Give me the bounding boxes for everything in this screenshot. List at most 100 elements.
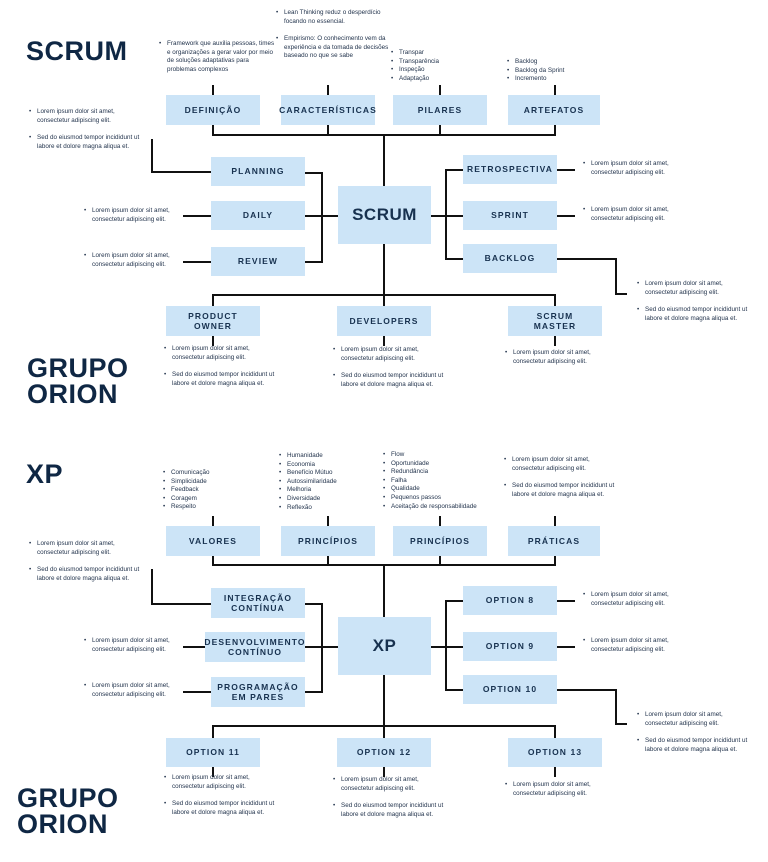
- scrum-top-stub-4: [554, 85, 556, 95]
- note-item: Oportunidade: [383, 460, 521, 469]
- xp-node-principios-2[interactable]: PRINCÍPIOS: [393, 526, 487, 556]
- xp-node-option-12[interactable]: OPTION 12: [337, 738, 431, 767]
- scrum-bottom-stub-2: [383, 336, 385, 346]
- note-item: Humanidade: [279, 452, 382, 461]
- org-name-bottom-line1: GRUPO: [17, 783, 119, 813]
- note-item: Sed do eiusmod tempor incididunt ut labo…: [637, 306, 755, 323]
- scrum-center-node[interactable]: SCRUM: [338, 186, 431, 244]
- scrum-sprint-notes: Lorem ipsum dolor sit amet, consectetur …: [582, 206, 701, 232]
- scrum-node-product-owner[interactable]: PRODUCT OWNER: [166, 306, 260, 336]
- scrum-backlog-elbow-end: [615, 293, 627, 295]
- scrum-node-caracteristicas[interactable]: CARACTERÍSTICAS: [279, 95, 376, 125]
- xp-node-option-13[interactable]: OPTION 13: [508, 738, 602, 767]
- note-item: Lorem ipsum dolor sit amet, consectetur …: [505, 781, 623, 798]
- xp-node-integracao-continua[interactable]: INTEGRAÇÃO CONTÍNUA: [211, 588, 305, 618]
- xp-top-stub-1: [212, 516, 214, 526]
- scrum-top-stub-3: [439, 85, 441, 95]
- scrum-top-stub-2: [327, 85, 329, 95]
- note-item: Lorem ipsum dolor sit amet, consectetur …: [84, 637, 202, 654]
- scrum-node-planning[interactable]: PLANNING: [211, 157, 305, 186]
- scrum-node-review[interactable]: REVIEW: [211, 247, 305, 276]
- scrum-bottom-drop-1: [212, 294, 214, 306]
- xp-node-programacao-em-pares[interactable]: PROGRAMAÇÃO EM PARES: [211, 677, 305, 707]
- scrum-top-stub-1: [212, 85, 214, 95]
- note-item: Lorem ipsum dolor sit amet, consectetur …: [637, 280, 755, 297]
- note-item: Transparência: [391, 58, 489, 67]
- xp-node-option-9[interactable]: OPTION 9: [463, 632, 557, 661]
- xp-praticas-notes: Lorem ipsum dolor sit amet, consectetur …: [503, 456, 622, 508]
- xp-integracao-notes: Lorem ipsum dolor sit amet, consectetur …: [28, 540, 147, 592]
- scrum-review-notes: Lorem ipsum dolor sit amet, consectetur …: [83, 252, 202, 278]
- note-item: Framework que auxilia pessoas, times e o…: [159, 40, 277, 74]
- xp-left-tick-3: [305, 691, 323, 693]
- xp-right-tick-1: [445, 600, 463, 602]
- scrum-bottom-stub-1: [212, 336, 214, 346]
- note-item: Empirismo: O conhecimento vem da experiê…: [276, 35, 394, 61]
- scrum-node-artefatos[interactable]: ARTEFATOS: [508, 95, 600, 125]
- scrum-node-scrum-master[interactable]: SCRUM MASTER: [508, 306, 602, 336]
- xp-option9-leader: [557, 646, 575, 648]
- scrum-top-drop-2: [327, 124, 329, 134]
- scrum-product-owner-notes: Lorem ipsum dolor sit amet, consectetur …: [163, 345, 282, 397]
- xp-node-option-11[interactable]: OPTION 11: [166, 738, 260, 767]
- note-item: Lorem ipsum dolor sit amet, consectetur …: [164, 345, 282, 362]
- scrum-planning-elbow-h: [151, 171, 211, 173]
- xp-principios-1-notes: Humanidade Economia Benefício Mútuo Auto…: [278, 452, 382, 512]
- org-name-top-line1: GRUPO: [27, 353, 129, 383]
- note-item: Aceitação de responsabilidade: [383, 503, 521, 512]
- note-item: Falha: [383, 477, 521, 486]
- note-item: Lorem ipsum dolor sit amet, consectetur …: [84, 252, 202, 269]
- xp-top-stub-2: [327, 516, 329, 526]
- note-item: Sed do eiusmod tempor incididunt ut labo…: [333, 372, 451, 389]
- xp-title: XP: [26, 459, 64, 489]
- xp-bottom-drop-3: [554, 725, 556, 738]
- note-item: Reflexão: [279, 504, 382, 513]
- xp-bottom-stub-1: [212, 767, 214, 777]
- note-item: Transpar: [391, 49, 489, 58]
- xp-node-valores[interactable]: VALORES: [166, 526, 260, 556]
- xp-node-desenvolvimento-continuo[interactable]: DESENVOLVIMENTO CONTÍNUO: [204, 632, 305, 662]
- xp-option-11-notes: Lorem ipsum dolor sit amet, consectetur …: [163, 774, 282, 826]
- note-item: Inspeção: [391, 66, 489, 75]
- note-item: Lorem ipsum dolor sit amet, consectetur …: [333, 346, 451, 363]
- scrum-node-pilares[interactable]: PILARES: [393, 95, 487, 125]
- scrum-right-tick-1: [445, 169, 463, 171]
- scrum-backlog-elbow-v: [615, 258, 617, 294]
- xp-top-stub-4: [554, 516, 556, 526]
- xp-principios-2-notes: Flow Oportunidade Redundância Falha Qual…: [382, 451, 521, 511]
- note-item: Lorem ipsum dolor sit amet, consectetur …: [583, 591, 701, 608]
- scrum-node-sprint[interactable]: SPRINT: [463, 201, 557, 230]
- org-name-top-line2: ORION: [27, 379, 119, 409]
- xp-left-bracket: [321, 603, 323, 693]
- note-item: Lorem ipsum dolor sit amet, consectetur …: [333, 776, 451, 793]
- note-item: Respeito: [163, 503, 261, 512]
- scrum-bottom-drop-3: [554, 294, 556, 306]
- note-item: Sed do eiusmod tempor incididunt ut labo…: [164, 800, 282, 817]
- note-item: Autossimilaridade: [279, 478, 382, 487]
- xp-center-node[interactable]: XP: [338, 617, 431, 675]
- xp-node-praticas[interactable]: PRÁTICAS: [508, 526, 600, 556]
- xp-node-principios-1[interactable]: PRINCÍPIOS: [281, 526, 375, 556]
- note-item: Sed do eiusmod tempor incididunt ut labo…: [29, 566, 147, 583]
- scrum-right-bracket: [445, 169, 447, 259]
- scrum-top-drop-3: [439, 124, 441, 134]
- scrum-bottom-stub-3: [554, 336, 556, 346]
- scrum-node-daily[interactable]: DAILY: [211, 201, 305, 230]
- scrum-node-definicao[interactable]: DEFINIÇÃO: [166, 95, 260, 125]
- note-item: Lorem ipsum dolor sit amet, consectetur …: [84, 207, 202, 224]
- xp-node-option-8[interactable]: OPTION 8: [463, 586, 557, 615]
- note-item: Feedback: [163, 486, 261, 495]
- xp-option-13-notes: Lorem ipsum dolor sit amet, consectetur …: [504, 781, 623, 807]
- scrum-caracteristicas-notes: Lean Thinking reduz o desperdício focand…: [275, 9, 394, 70]
- xp-top-stub-3: [439, 516, 441, 526]
- xp-option10-elbow-h: [557, 689, 617, 691]
- scrum-node-retrospectiva[interactable]: RETROSPECTIVA: [463, 155, 557, 184]
- xp-programacao-notes: Lorem ipsum dolor sit amet, consectetur …: [83, 682, 202, 708]
- note-item: Lorem ipsum dolor sit amet, consectetur …: [164, 774, 282, 791]
- scrum-left-tick-1: [305, 172, 323, 174]
- scrum-top-bus-line: [212, 134, 556, 136]
- xp-node-option-10[interactable]: OPTION 10: [463, 675, 557, 704]
- scrum-node-developers[interactable]: DEVELOPERS: [337, 306, 431, 336]
- scrum-bottom-drop-2: [383, 294, 385, 306]
- scrum-node-backlog[interactable]: BACKLOG: [463, 244, 557, 273]
